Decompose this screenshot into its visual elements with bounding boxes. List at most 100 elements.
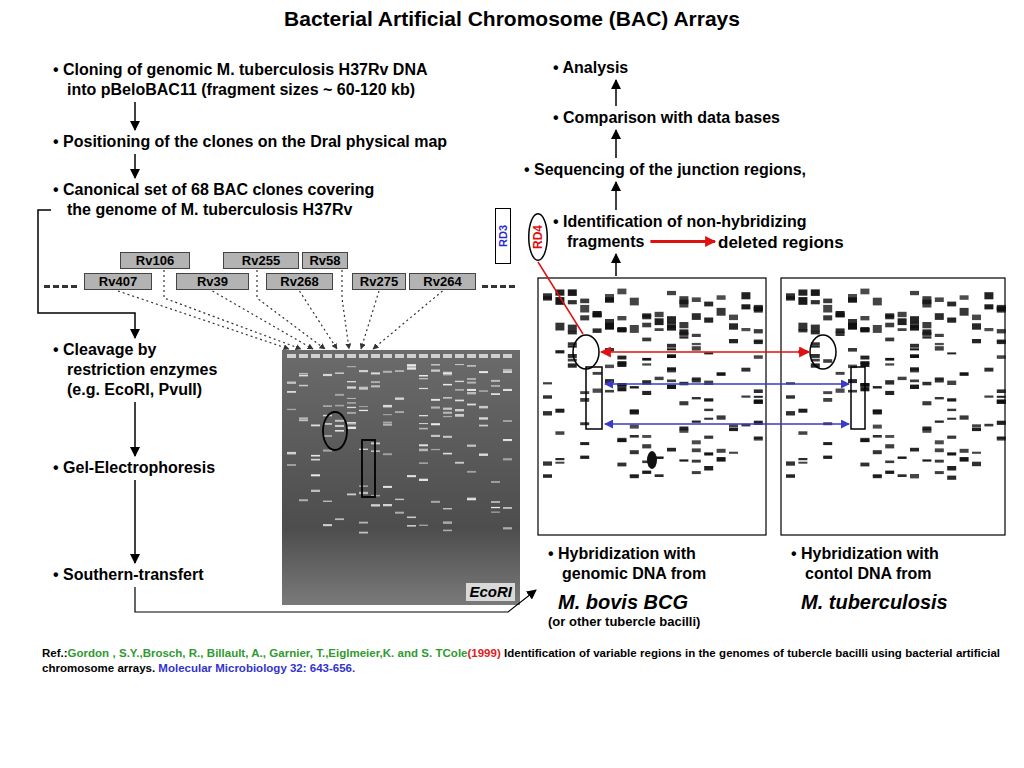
reference-prefix: Ref.: [42, 647, 68, 659]
blot-band [922, 459, 931, 461]
blot-band [630, 425, 639, 429]
blot-band [972, 315, 981, 321]
reference-authors: Gordon , S.Y.,Brosch, R., Billault, A., … [68, 647, 468, 659]
gel-band [443, 408, 452, 410]
dash [71, 285, 77, 288]
blot-band [593, 328, 602, 333]
blot-band [885, 391, 894, 395]
blot-band [642, 363, 651, 365]
blot-band [972, 424, 981, 427]
blot-band [960, 449, 969, 453]
gel-band [359, 486, 368, 487]
gel-well [407, 354, 416, 358]
gel-band [323, 524, 332, 526]
blot-band [679, 322, 688, 328]
bac-clone-box: Rv39 [176, 273, 249, 290]
blot-band [947, 318, 956, 323]
blot-band [617, 438, 626, 442]
blot-band [885, 444, 894, 448]
blot-band [754, 400, 763, 404]
gel-band [335, 372, 344, 374]
gel-band [479, 371, 488, 373]
region-box: RD3 [495, 208, 511, 264]
gel-band [311, 455, 320, 457]
gel-band [431, 501, 440, 503]
gel-band [407, 475, 416, 477]
gel-well [323, 354, 332, 358]
step-text: • Comparison with data bases [553, 109, 780, 126]
gel-band [347, 402, 356, 404]
gel-band [359, 532, 368, 534]
species-name: M. bovis BCG [558, 590, 766, 614]
gel-band [395, 512, 404, 514]
gel-band [395, 499, 404, 500]
gel-band [371, 381, 380, 383]
blot-band [811, 331, 820, 335]
blot-band [935, 460, 944, 463]
dash [53, 285, 59, 288]
blot-band [947, 418, 956, 420]
step-text: • Analysis [553, 59, 628, 76]
step-text: • Southern-transfert [53, 566, 204, 583]
blot-band [655, 377, 664, 380]
blot-band [922, 296, 931, 304]
blot-band [910, 344, 919, 348]
gel-band [407, 367, 416, 369]
blot-band [898, 318, 907, 325]
gel-band [491, 393, 500, 395]
blot-band [617, 289, 626, 295]
connector [118, 291, 289, 349]
blot-band [704, 409, 713, 411]
step-text: • Positioning of the clones on the DraI … [53, 133, 447, 150]
reference: Ref.:Gordon , S.Y.,Brosch, R., Billault,… [42, 646, 1000, 676]
blot-band [960, 308, 969, 316]
blot-band [873, 425, 882, 429]
blot-band [617, 387, 626, 391]
blot-band [873, 410, 882, 414]
gel-band [335, 420, 344, 422]
gel-band [287, 391, 296, 393]
slide-title: Bacterial Artificial Chromosome (BAC) Ar… [0, 6, 1024, 32]
gel-band [359, 387, 368, 389]
blot-band [823, 442, 832, 445]
gel-band [287, 382, 296, 384]
blot-band [885, 363, 894, 365]
blot-band [679, 427, 688, 431]
gel-band [359, 522, 368, 524]
gel-band [311, 459, 320, 461]
blot-band [704, 318, 713, 323]
blot-band [823, 456, 832, 459]
gel-band [299, 373, 308, 374]
gel-band [491, 507, 500, 508]
gel-band [335, 430, 344, 432]
blot-band [885, 435, 894, 438]
blot-band [580, 422, 589, 425]
blot-circle-mark [573, 335, 599, 369]
gel-band [335, 420, 344, 421]
blot-band [754, 396, 763, 398]
blot-band [922, 336, 931, 338]
blot-band [555, 458, 564, 460]
connector [615, 254, 617, 276]
dash [491, 285, 497, 288]
blot-band [667, 348, 676, 350]
gel-well [443, 354, 452, 358]
gel-band [323, 450, 332, 452]
blot-band [811, 325, 820, 332]
blot-band [741, 328, 750, 331]
blot-band [568, 289, 577, 296]
blot-band [543, 382, 552, 384]
blot-band [786, 395, 795, 398]
gel-band [491, 501, 500, 502]
blot-band [873, 386, 882, 388]
gel-band [359, 370, 368, 372]
blot-band [848, 348, 857, 352]
blot-band [910, 348, 919, 350]
blot-band [823, 359, 832, 363]
gel-band [347, 386, 356, 388]
blot-band [947, 409, 956, 411]
blot-box-mark [851, 367, 865, 429]
blot-band [922, 427, 931, 431]
blot-band [873, 325, 882, 333]
